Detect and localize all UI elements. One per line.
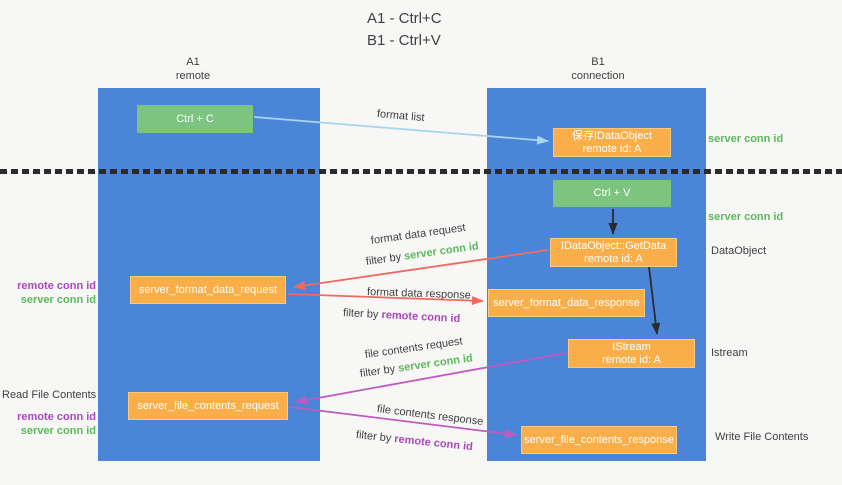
left-label-remote-conn-id-1: remote conn id — [17, 280, 96, 292]
lane-a1-title: A1 — [186, 56, 200, 68]
node-idataobject-getdata: IDataObject::GetData remote id: A — [550, 238, 677, 267]
node-getdata-line1: IDataObject::GetData — [560, 239, 667, 252]
left-labels-format: remote conn id server conn id — [8, 279, 96, 307]
edge-label-format-list: format list — [376, 108, 426, 125]
node-format-request-label: server_format_data_request — [138, 283, 278, 296]
diagram-title: A1 - Ctrl+C B1 - Ctrl+V — [367, 8, 442, 52]
node-save-idataobject: 保存IDataObject remote id: A — [553, 128, 671, 157]
lane-b1-subtitle: connection — [571, 69, 625, 82]
side-label-write-file-contents: Write File Contents — [715, 431, 809, 443]
edge-label-format-data-response: format data response — [366, 286, 472, 302]
side-label-server-conn-id-mid: server conn id — [708, 211, 784, 223]
node-istream: IStream remote id: A — [568, 339, 695, 368]
node-server-file-contents-response: server_file_contents_response — [521, 426, 677, 454]
server-conn-id-text: server conn id — [397, 352, 474, 375]
node-save-idataobject-line1: 保存IDataObject — [571, 129, 653, 142]
filter-by-text: filter by — [355, 429, 392, 445]
node-ctrl-c: Ctrl + C — [137, 105, 253, 133]
node-server-format-data-response: server_format_data_response — [488, 289, 645, 317]
left-label-server-conn-id-1: server conn id — [20, 294, 96, 306]
server-conn-id-text: server conn id — [403, 240, 480, 263]
node-istream-line2: remote id: A — [602, 353, 661, 366]
node-file-response-label: server_file_contents_response — [524, 433, 674, 446]
left-labels-file: remote conn id server conn id — [8, 410, 96, 438]
edge-label-file-contents-response: file contents response — [376, 403, 484, 428]
left-label-read-file-contents: Read File Contents — [2, 389, 97, 401]
title-line-1: A1 - Ctrl+C — [367, 10, 442, 27]
left-label-server-conn-id-2: server conn id — [20, 425, 96, 437]
node-save-idataobject-line2: remote id: A — [582, 142, 642, 155]
lane-header-b1: B1 connection — [538, 56, 658, 84]
side-label-server-conn-id-top: server conn id — [708, 133, 784, 145]
edge-label-filter-by-remote-1: filter by remote conn id — [343, 307, 461, 325]
filter-by-text: filter by — [365, 251, 402, 268]
node-server-format-data-request: server_format_data_request — [130, 276, 286, 304]
node-istream-line1: IStream — [612, 340, 651, 353]
lane-a1-subtitle: remote — [175, 69, 211, 82]
node-getdata-line2: remote id: A — [584, 252, 643, 265]
node-ctrl-v-label: Ctrl + V — [593, 187, 631, 199]
filter-by-text: filter by — [342, 307, 379, 321]
left-label-remote-conn-id-2: remote conn id — [17, 411, 96, 423]
edge-label-filter-by-remote-2: filter by remote conn id — [355, 429, 473, 453]
node-server-file-contents-request: server_file_contents_request — [128, 392, 288, 420]
remote-conn-id-text: remote conn id — [393, 433, 474, 454]
node-file-request-label: server_file_contents_request — [137, 399, 279, 412]
title-line-2: B1 - Ctrl+V — [367, 31, 441, 49]
filter-by-text: filter by — [359, 363, 396, 380]
remote-conn-id-text: remote conn id — [381, 309, 461, 326]
section-divider-dotted-line — [0, 169, 842, 174]
side-label-dataobject: DataObject — [711, 245, 767, 257]
lane-header-a1: A1 remote — [133, 56, 253, 84]
node-ctrl-c-label: Ctrl + C — [176, 112, 214, 125]
node-ctrl-v: Ctrl + V — [553, 180, 671, 207]
side-label-istream: Istream — [711, 347, 748, 359]
node-format-response-label: server_format_data_response — [493, 296, 640, 309]
lane-b1-title: B1 — [591, 56, 605, 68]
